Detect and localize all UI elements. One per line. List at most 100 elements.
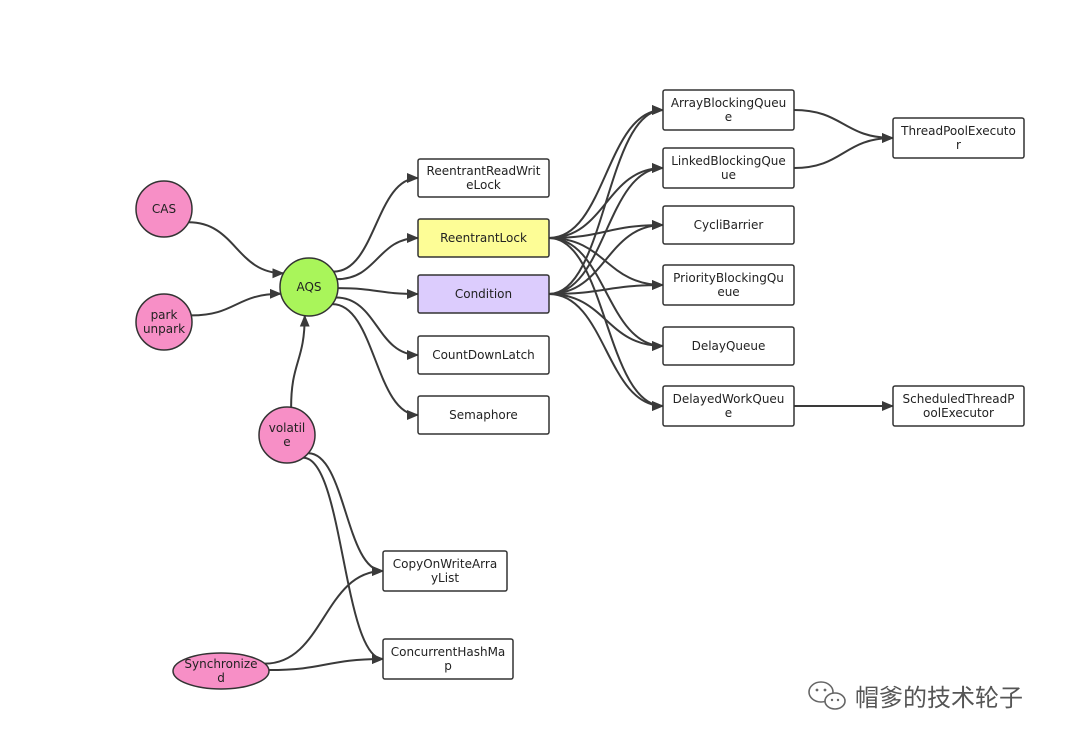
edge-abq-to-tpe [793, 109, 894, 143]
node-aqs-label: AQS [296, 280, 321, 294]
node-dq-label: DelayQueue [692, 339, 766, 353]
node-cond-shape [417, 274, 550, 314]
node-cowal-shape [382, 550, 508, 592]
node-abq-label: ArrayBlockingQueu [671, 96, 786, 110]
node-park-label: unpark [143, 322, 185, 336]
node-sync-label: d [217, 671, 225, 685]
node-stpe-label: ScheduledThreadP [903, 392, 1015, 406]
node-dwq-label: DelayedWorkQueu [673, 392, 785, 406]
node-cond-label: Condition [455, 287, 512, 301]
edge-aqs-to-rl [336, 233, 419, 281]
edge-park-to-aqs [191, 288, 282, 317]
node-abq-label: e [725, 110, 732, 124]
node-stpe-shape [892, 385, 1025, 427]
edge-volatile-to-chm [303, 456, 384, 664]
node-dwq-shape [662, 385, 795, 427]
node-lbq-label: ue [721, 168, 736, 182]
edge-volatile-to-aqs [290, 314, 310, 408]
node-tpe-label: r [956, 138, 961, 152]
edge-cond-to-dwq [548, 293, 664, 411]
node-tpe-label: ThreadPoolExecuto [900, 124, 1016, 138]
edge-aqs-to-sem [332, 303, 419, 420]
node-cdl-shape [417, 335, 550, 375]
node-cond: Condition [417, 274, 550, 314]
edge-cond-to-abq [548, 105, 664, 295]
node-cdl: CountDownLatch [417, 335, 550, 375]
node-pbq-label: eue [717, 285, 739, 299]
edge-cond-to-cb [548, 220, 664, 295]
node-cb: CycliBarrier [662, 205, 795, 245]
watermark-text: 帽爹的技术轮子 [855, 684, 1023, 712]
node-stpe-label: oolExecutor [923, 406, 994, 420]
edge-rl-to-dq [548, 237, 664, 351]
node-chm-shape [382, 638, 514, 680]
edge-aqs-to-cond [337, 287, 419, 299]
edges-layer [188, 105, 894, 672]
edge-lbq-to-tpe [793, 133, 894, 169]
node-rrwl-shape [417, 158, 550, 198]
edge-cond-to-lbq [548, 163, 664, 295]
node-chm-label: ConcurrentHashMa [391, 645, 506, 659]
edge-rl-to-abq [548, 105, 664, 239]
edge-rl-to-dwq [548, 237, 664, 411]
node-cas-label: CAS [152, 202, 176, 216]
edge-rl-to-pbq [548, 237, 664, 290]
node-abq-shape [662, 89, 795, 131]
node-aqs: AQS [279, 257, 339, 317]
node-rl-shape [417, 218, 550, 258]
node-sync-label: Synchronize [184, 657, 257, 671]
node-aqs-shape [279, 257, 339, 317]
node-volatile-shape [258, 406, 316, 464]
nodes-layer: CASparkunparkAQSvolatileSynchronizedReen… [135, 89, 1025, 690]
node-sem-shape [417, 395, 550, 435]
node-cowal-label: CopyOnWriteArra [393, 557, 497, 571]
edge-sync-to-chm [268, 654, 384, 672]
node-lbq-shape [662, 147, 795, 189]
node-chm-label: p [444, 659, 452, 673]
node-park-label: park [151, 308, 178, 322]
node-tpe-shape [892, 117, 1025, 159]
wechat-icon [808, 681, 846, 710]
node-cas-shape [135, 180, 193, 238]
node-dwq-label: e [725, 406, 732, 420]
edge-aqs-to-rrwl [333, 173, 419, 273]
node-pbq-label: PriorityBlockingQu [673, 271, 784, 285]
node-sync-shape [172, 652, 270, 690]
node-volatile-label: e [283, 435, 290, 449]
node-rrwl-label: ReentrantReadWrit [427, 164, 541, 178]
node-pbq-shape [662, 264, 795, 306]
edge-aqs-to-cdl [336, 296, 419, 360]
node-sem-label: Semaphore [449, 408, 518, 422]
node-park-shape [135, 293, 193, 351]
node-lbq-label: LinkedBlockingQue [671, 154, 786, 168]
watermark: 帽爹的技术轮子 [808, 681, 1023, 712]
node-volatile-label: volatil [269, 421, 306, 435]
edge-sync-to-cowal [264, 566, 384, 665]
node-cdl-label: CountDownLatch [432, 348, 535, 362]
edge-cond-to-pbq [548, 280, 664, 295]
node-dq-shape [662, 326, 795, 366]
node-cb-label: CycliBarrier [694, 218, 764, 232]
edge-volatile-to-cowal [308, 452, 384, 576]
node-cb-shape [662, 205, 795, 245]
edge-cond-to-dq [548, 293, 664, 351]
node-rl-label: ReentrantLock [440, 231, 527, 245]
node-sem: Semaphore [417, 395, 550, 435]
node-dq: DelayQueue [662, 326, 795, 366]
edge-cas-to-aqs [188, 221, 285, 279]
node-cas: CAS [135, 180, 193, 238]
node-rrwl-label: eLock [466, 178, 501, 192]
node-rl: ReentrantLock [417, 218, 550, 258]
